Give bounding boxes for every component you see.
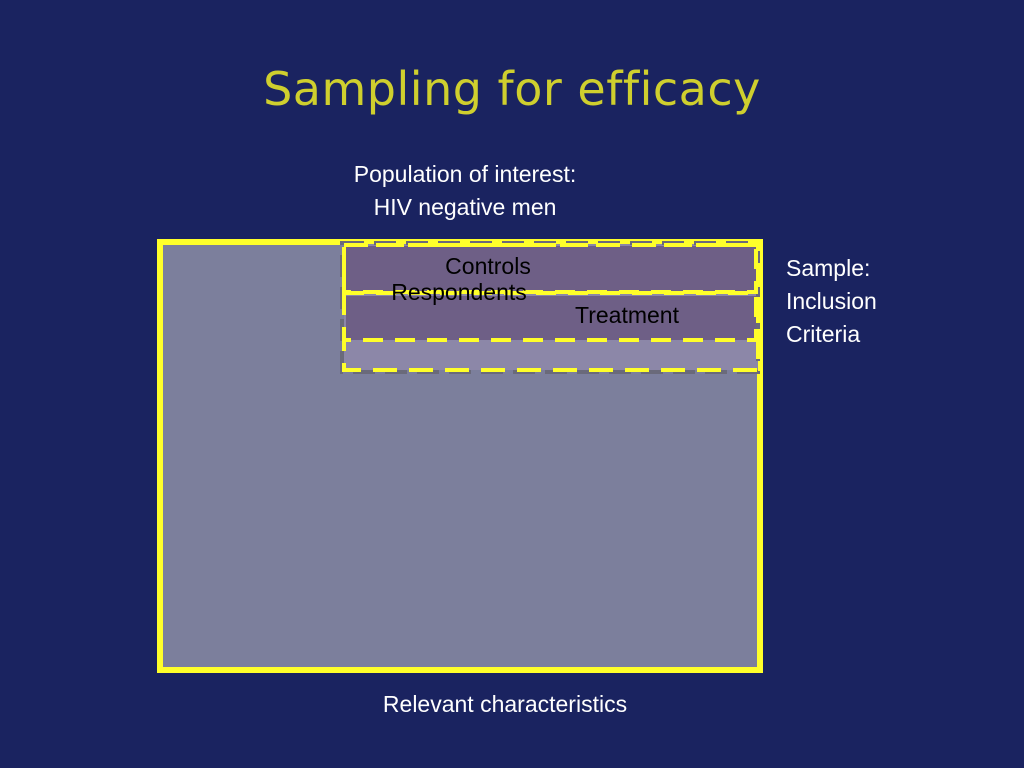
treatment-text: Treatment	[575, 302, 680, 328]
treatment-box	[346, 296, 756, 340]
slide-title: Sampling for efficacy	[263, 62, 761, 116]
sample-label-line2: Inclusion	[786, 288, 877, 314]
population-label-line1: Population of interest:	[353, 161, 577, 187]
population-label-line2: HIV negative men	[373, 194, 557, 220]
respondents-text: Respondents	[391, 279, 527, 305]
population-label: Population of interest: HIV negative men	[300, 158, 630, 224]
respondents-outline	[342, 243, 760, 372]
sample-label-line1: Sample:	[786, 255, 871, 281]
sample-label: Sample: Inclusion Criteria	[786, 252, 986, 351]
sample-label-line3: Criteria	[786, 321, 861, 347]
relevant-characteristics-label: Relevant characteristics	[382, 691, 628, 717]
controls-text: Controls	[445, 253, 531, 279]
controls-box	[346, 246, 756, 292]
